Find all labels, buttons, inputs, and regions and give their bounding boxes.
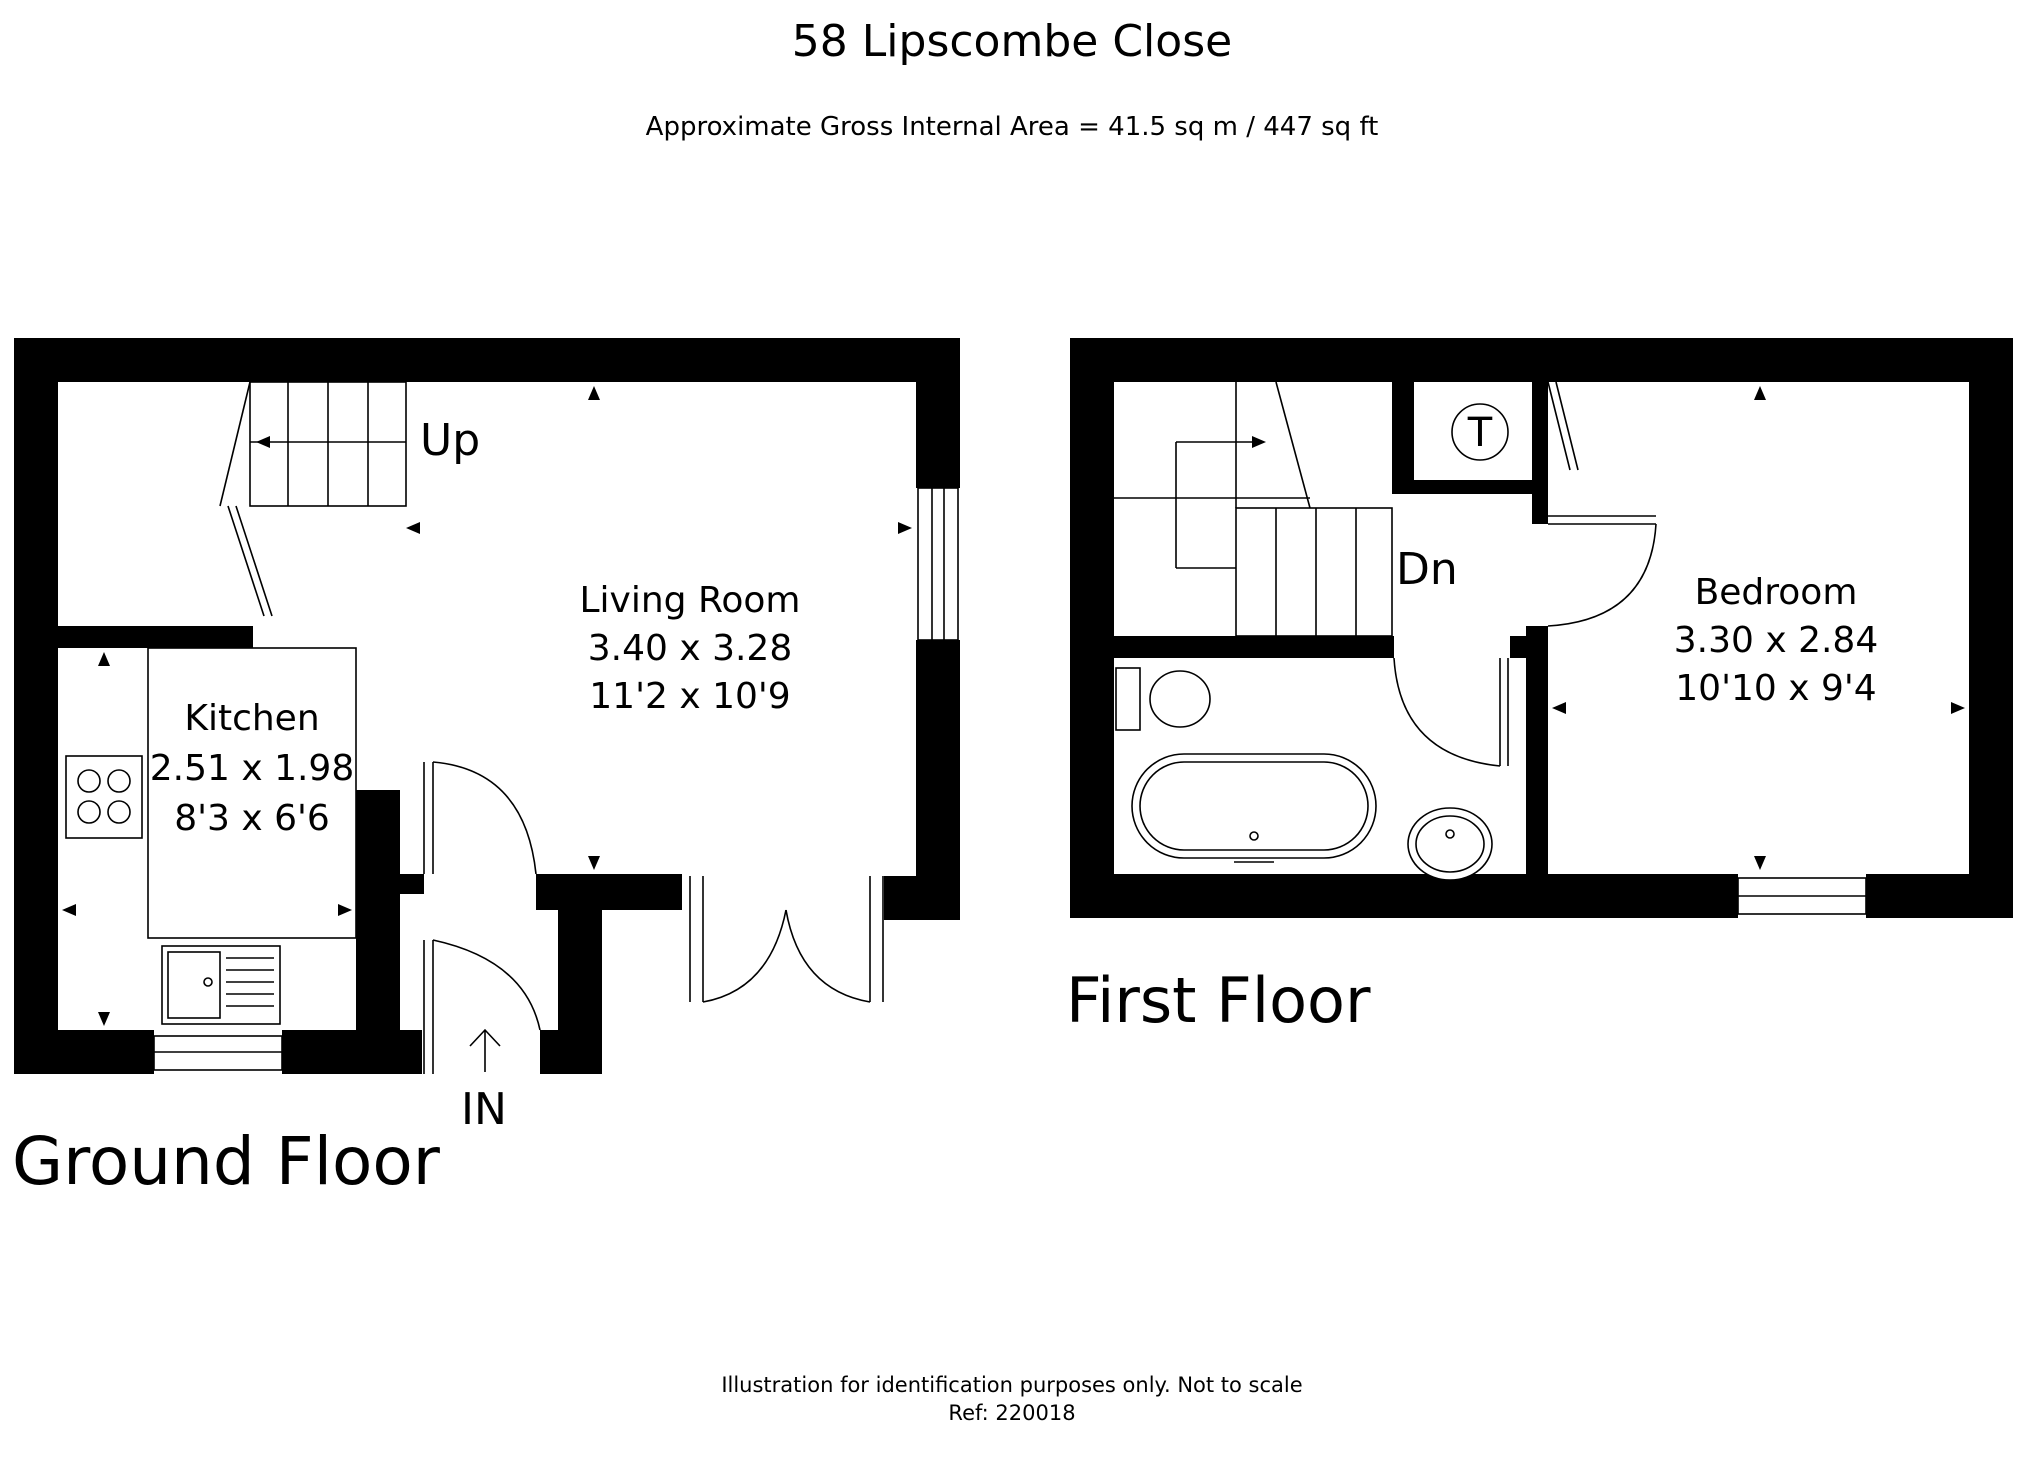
kitchen-imperial: 8'3 x 6'6 — [174, 798, 330, 839]
page-title: 58 Lipscombe Close — [792, 16, 1232, 67]
disclaimer-text: Illustration for identification purposes… — [721, 1373, 1302, 1397]
first-floor-plan — [1070, 338, 2013, 918]
kitchen-metric: 2.51 x 1.98 — [150, 748, 355, 789]
reference-text: Ref: 220018 — [948, 1401, 1075, 1425]
ground-floor-label: Ground Floor — [12, 1123, 441, 1200]
gross-area-text: Approximate Gross Internal Area = 41.5 s… — [646, 112, 1379, 142]
kitchen-name: Kitchen — [184, 698, 319, 739]
ground-floor-plan — [14, 338, 960, 1074]
bedroom-name: Bedroom — [1695, 572, 1858, 613]
bedroom-imperial: 10'10 x 9'4 — [1675, 668, 1876, 709]
stairs-down-label: Dn — [1396, 544, 1458, 595]
stairs-up-label: Up — [420, 415, 480, 466]
ground-stairs — [219, 381, 407, 507]
entrance-label: IN — [461, 1084, 507, 1135]
bedroom-metric: 3.30 x 2.84 — [1674, 620, 1879, 661]
living-room-metric: 3.40 x 3.28 — [588, 628, 793, 669]
living-room-name: Living Room — [580, 580, 801, 621]
living-room-imperial: 11'2 x 10'9 — [589, 676, 790, 717]
cupboard-label: T — [1467, 410, 1493, 456]
first-stairs — [1114, 381, 1393, 637]
first-floor-label: First Floor — [1066, 964, 1371, 1037]
